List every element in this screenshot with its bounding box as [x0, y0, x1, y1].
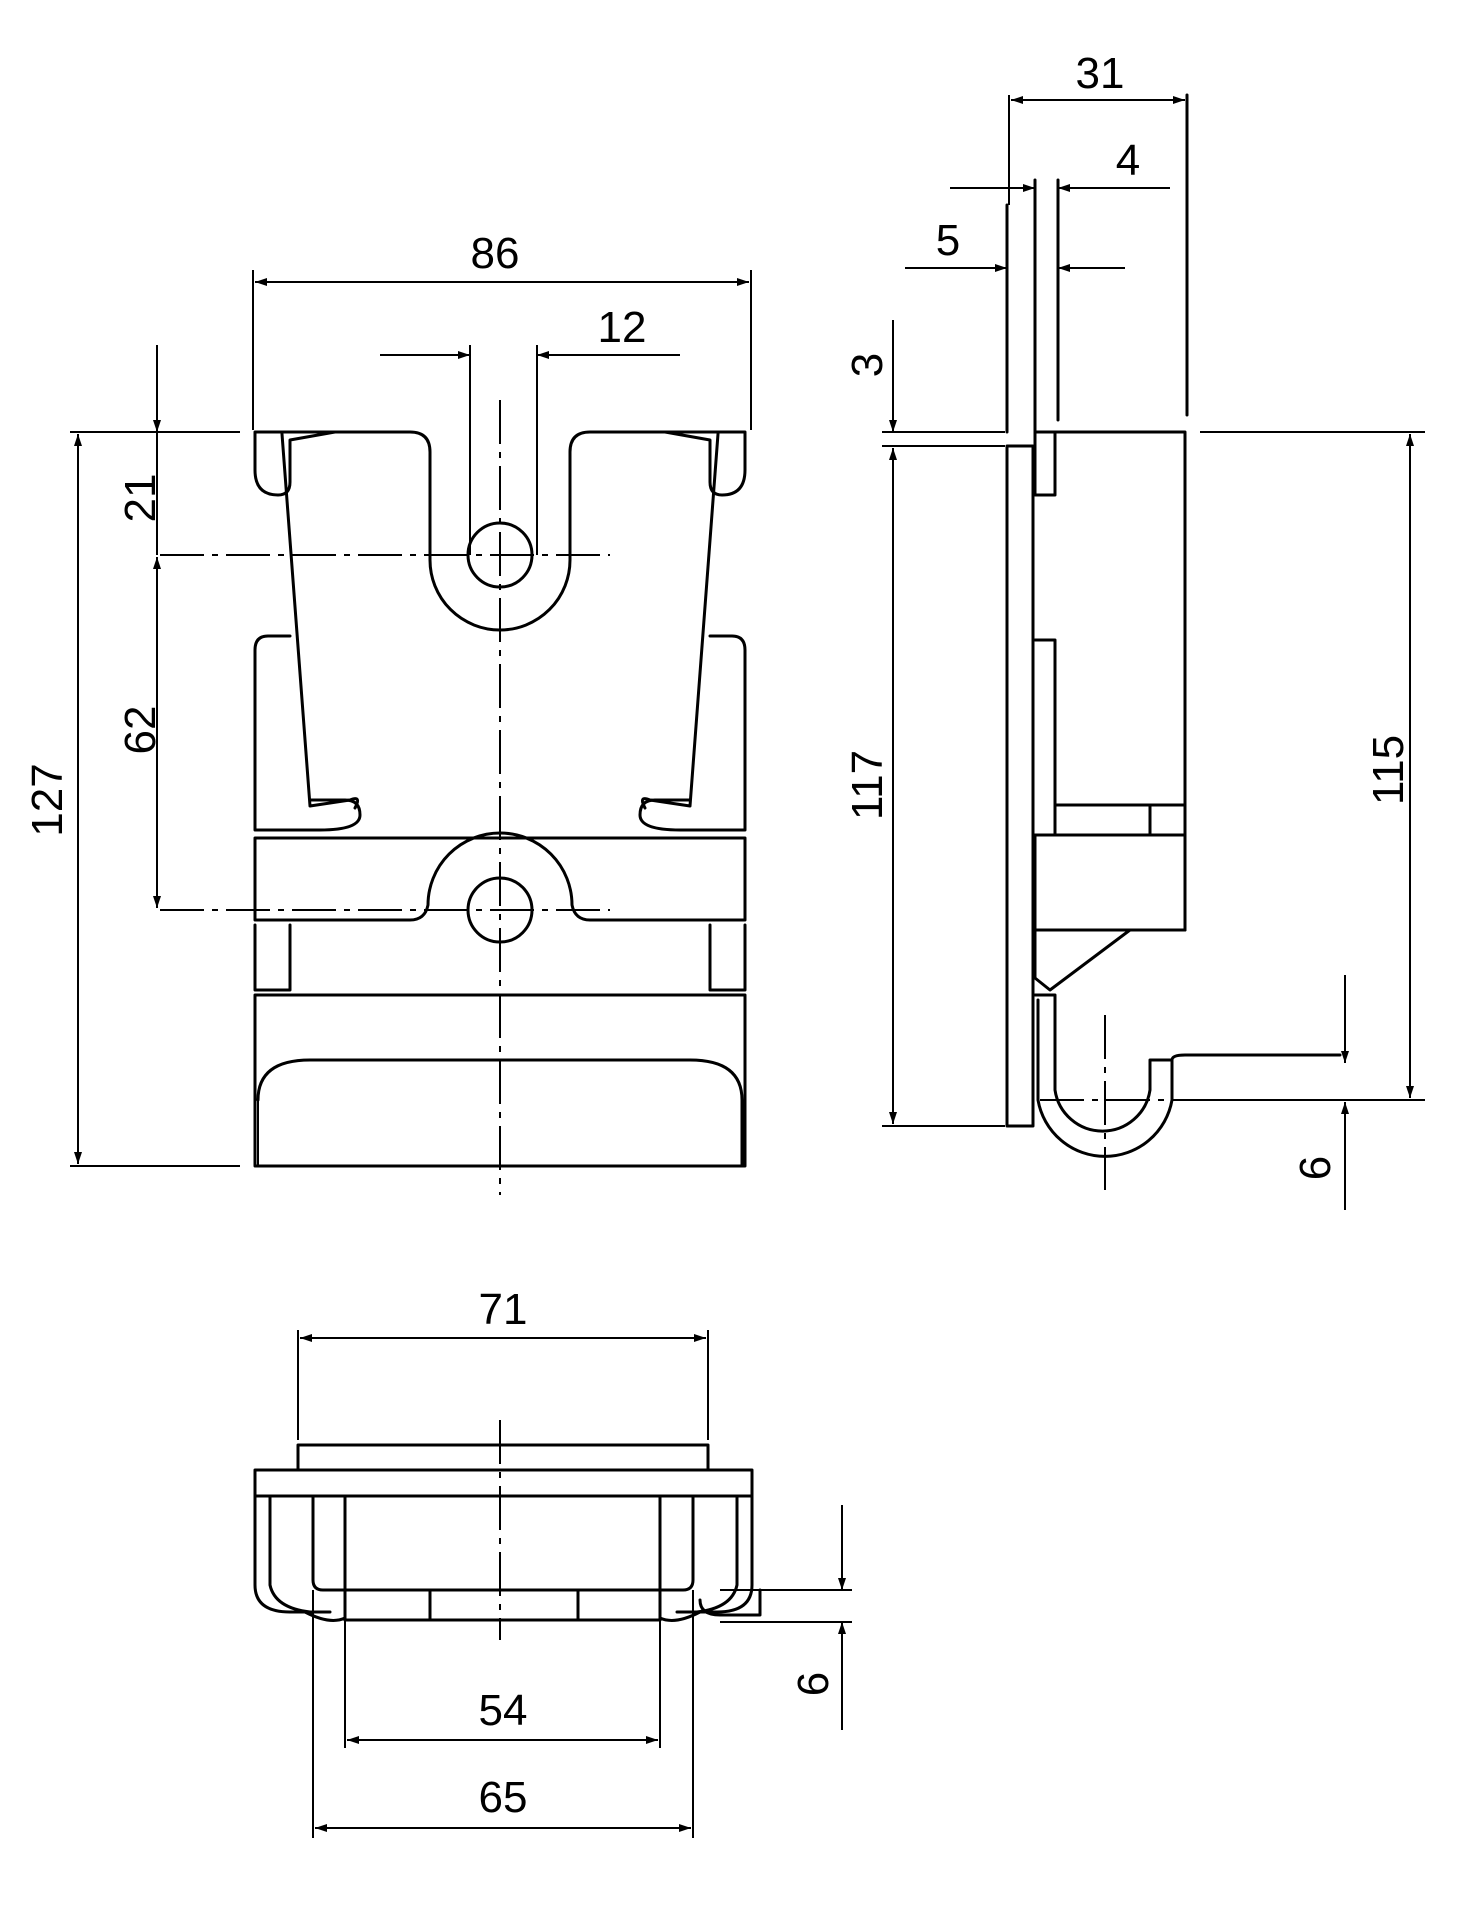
dim-label: 5: [936, 216, 960, 265]
dim-label: 3: [843, 353, 892, 377]
dim-label: 86: [471, 229, 520, 278]
dim-label: 31: [1076, 49, 1125, 98]
side-view: [1005, 93, 1342, 1190]
front-view: [160, 400, 747, 1195]
dim-label: 6: [1291, 1156, 1340, 1180]
dim-label: 65: [479, 1773, 528, 1822]
bottom-view: [253, 1420, 762, 1640]
dim-label: 6: [789, 1672, 838, 1696]
dim-label: 62: [116, 706, 165, 755]
bottom-dimensions: 71 54 65 6: [297, 1285, 852, 1838]
side-dimensions: 31 4 5 3 117 115 6: [843, 49, 1425, 1210]
dim-label: 127: [23, 763, 72, 836]
dim-label: 12: [598, 303, 647, 352]
dim-label: 117: [843, 750, 892, 820]
dim-label: 21: [116, 474, 165, 523]
dim-label: 54: [479, 1686, 528, 1735]
dim-label: 71: [479, 1285, 528, 1334]
dim-label: 115: [1364, 735, 1413, 805]
front-dimensions: 86 12 21 62 127: [23, 229, 752, 1167]
dim-label: 4: [1116, 136, 1140, 185]
